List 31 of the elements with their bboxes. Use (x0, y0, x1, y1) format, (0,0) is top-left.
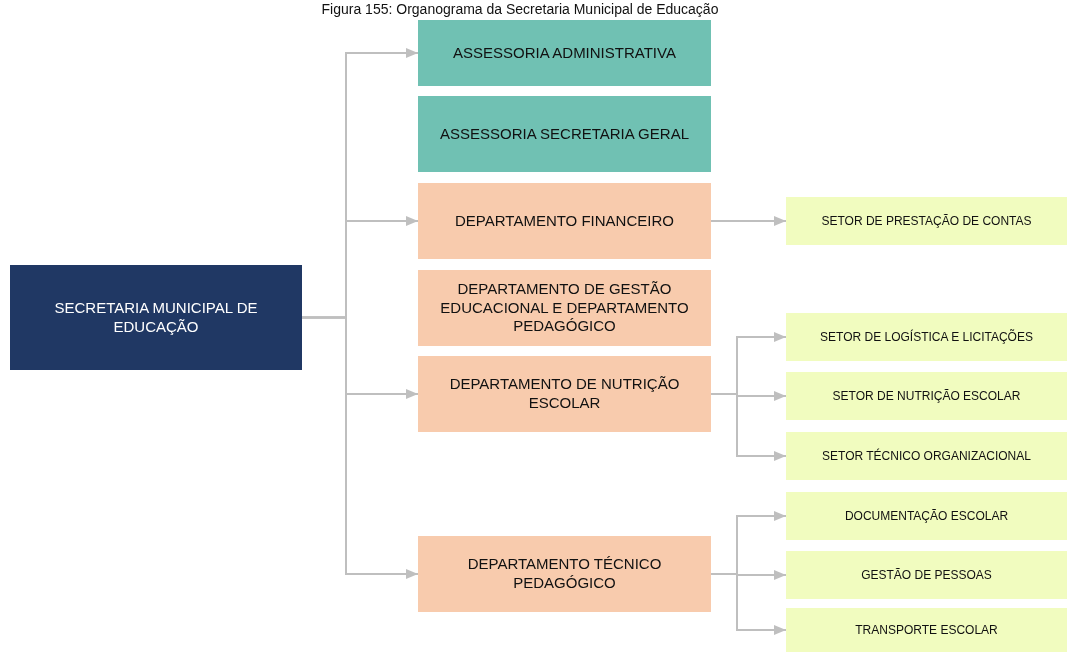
sector-box (786, 432, 1067, 480)
advisory-box (418, 96, 711, 172)
connector-arrow (710, 216, 787, 226)
box-label: DOCUMENTAÇÃO ESCOLAR (844, 508, 1009, 524)
root-box (10, 265, 302, 370)
box-label: SETOR DE PRESTAÇÃO DE CONTAS (821, 213, 1032, 229)
box-label: DEPARTAMENTO TÉCNICO PEDAGÓGICO (466, 555, 663, 593)
box-label: ASSESSORIA ADMINISTRATIVA (453, 43, 676, 63)
figure-title: Figura 155: Organograma da Secretaria Municipal de Educação (320, 0, 720, 18)
sector-box (786, 372, 1067, 420)
box-label: SECRETARIA MUNICIPAL DE EDUCAÇÃO (53, 298, 259, 337)
sector-box (786, 197, 1067, 245)
connector-arrow (301, 316, 419, 579)
sector-box (786, 608, 1067, 652)
sector-box (786, 492, 1067, 540)
box-label: ASSESSORIA SECRETARIA GERAL (440, 124, 689, 144)
box-label: DEPARTAMENTO FINANCEIRO (455, 211, 674, 231)
sector-box (786, 313, 1067, 361)
box-label: SETOR TÉCNICO ORGANIZACIONAL (822, 448, 1031, 464)
box-label: DEPARTAMENTO DE GESTÃO EDUCACIONAL E DEPARTAMENTO PEDAGÓGICO (439, 279, 690, 337)
box-label: TRANSPORTE ESCOLAR (855, 622, 998, 638)
department-box (418, 183, 711, 259)
box-label: GESTÃO DE PESSOAS (861, 567, 992, 583)
advisory-box (418, 20, 711, 86)
box-label: SETOR DE LOGÍSTICA E LICITAÇÕES (820, 329, 1033, 345)
sector-box (786, 551, 1067, 599)
department-box (418, 356, 711, 432)
box-label: SETOR DE NUTRIÇÃO ESCOLAR (832, 388, 1021, 404)
box-label: DEPARTAMENTO DE NUTRIÇÃO ESCOLAR (448, 375, 681, 413)
department-box (418, 270, 711, 346)
department-box (418, 536, 711, 612)
